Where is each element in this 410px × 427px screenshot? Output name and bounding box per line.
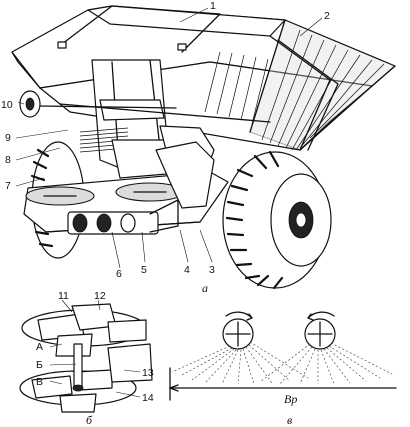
spreader-machine [11, 5, 396, 290]
spreading-discs [25, 182, 185, 206]
label-part-8: 8 [5, 154, 11, 166]
label-part-4: 4 [184, 264, 190, 276]
label-part-10: 10 [1, 99, 13, 111]
label-part-12: 12 [94, 290, 106, 302]
label-part-1: 1 [210, 0, 216, 12]
label-zone-B: Б [36, 359, 43, 371]
guide-flap [155, 141, 215, 209]
drive-gearbox [67, 199, 179, 235]
label-part-7: 7 [5, 180, 11, 192]
label-part-5: 5 [141, 264, 147, 276]
subfigure-label-a: а [202, 281, 208, 295]
label-zone-A: А [36, 341, 43, 353]
leader-lines-a [15, 7, 323, 269]
label-part-14: 14 [142, 392, 154, 404]
spread-width-label: Вр [284, 392, 297, 406]
label-part-13: 13 [142, 367, 154, 379]
label-part-9: 9 [5, 132, 11, 144]
label-zone-V: В [36, 376, 43, 388]
label-part-2: 2 [324, 10, 330, 22]
leader-lines-b [49, 299, 141, 398]
hopper [11, 5, 396, 151]
label-part-11: 11 [58, 290, 69, 302]
label-part-6: 6 [116, 268, 122, 280]
subfigure-label-v: в [287, 413, 292, 427]
label-part-3: 3 [209, 264, 215, 276]
subfigure-label-b: б [86, 413, 93, 427]
spread-pattern [169, 311, 397, 401]
right-wheel [222, 150, 332, 290]
disc-detail [19, 303, 153, 413]
